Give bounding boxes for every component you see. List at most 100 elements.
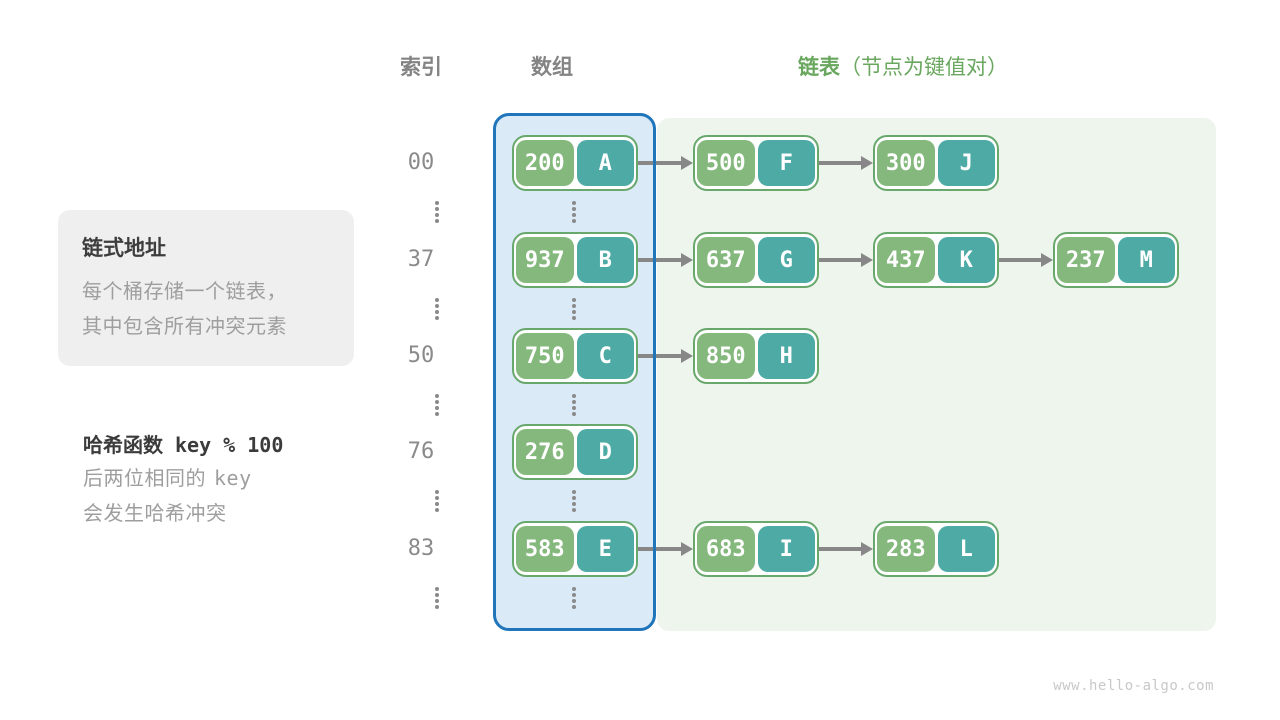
index-label: 37 — [407, 247, 435, 272]
dot — [572, 400, 576, 404]
dot — [435, 593, 439, 597]
dot — [572, 304, 576, 308]
index-ellipsis-dots — [435, 490, 439, 512]
arrow-shaft — [638, 258, 683, 262]
dot — [435, 412, 439, 416]
note-card-line: 其中包含所有冲突元素 — [82, 316, 287, 338]
dot — [435, 310, 439, 314]
value-cell: H — [757, 333, 815, 379]
arrow-head-icon — [861, 156, 873, 170]
next-pointer-arrow-icon — [819, 541, 873, 557]
note-card-title: 链式地址 — [82, 237, 166, 260]
dot — [572, 490, 576, 494]
array-region-border — [493, 113, 656, 631]
dot — [572, 219, 576, 223]
hash-note-line: 后两位相同的 — [83, 468, 206, 490]
arrow-shaft — [999, 258, 1043, 262]
index-label: 50 — [407, 343, 435, 368]
dot — [435, 587, 439, 591]
value-cell: I — [757, 526, 815, 572]
dot — [572, 406, 576, 410]
index-ellipsis-dots — [435, 394, 439, 416]
index-ellipsis-dots — [435, 587, 439, 609]
arrow-shaft — [819, 258, 863, 262]
key-cell: 683 — [697, 526, 755, 572]
dot — [435, 304, 439, 308]
dot — [435, 599, 439, 603]
key-cell: 500 — [697, 140, 755, 186]
value-cell: J — [937, 140, 995, 186]
note-card-line: 每个桶存储一个链表， — [82, 281, 287, 303]
array-ellipsis-dots — [572, 298, 576, 320]
dot — [572, 316, 576, 320]
dot — [572, 412, 576, 416]
hash-note-key-word: key — [214, 466, 252, 490]
dot — [572, 213, 576, 217]
key-cell: 437 — [877, 237, 935, 283]
array-ellipsis-dots — [572, 587, 576, 609]
index-label: 76 — [407, 439, 435, 464]
value-cell: F — [757, 140, 815, 186]
arrow-head-icon — [681, 253, 693, 267]
next-pointer-arrow-icon — [638, 348, 693, 364]
list-header-annotation: （节点为键值对） — [840, 56, 1008, 79]
key-cell: 583 — [516, 526, 574, 572]
value-cell: G — [757, 237, 815, 283]
chaining-note-card: 链式地址 每个桶存储一个链表， 其中包含所有冲突元素 — [58, 210, 354, 366]
value-cell: B — [576, 237, 634, 283]
dot — [435, 316, 439, 320]
dot — [435, 201, 439, 205]
arrow-shaft — [638, 354, 683, 358]
dot — [435, 298, 439, 302]
key-cell: 300 — [877, 140, 935, 186]
value-cell: M — [1117, 237, 1175, 283]
arrow-head-icon — [681, 349, 693, 363]
dot — [435, 502, 439, 506]
key-cell: 283 — [877, 526, 935, 572]
dot — [572, 605, 576, 609]
value-cell: D — [576, 429, 634, 475]
dot — [435, 400, 439, 404]
index-label: 00 — [407, 150, 435, 175]
array-ellipsis-dots — [572, 201, 576, 223]
dot — [572, 310, 576, 314]
index-label: 83 — [407, 536, 435, 561]
value-cell: E — [576, 526, 634, 572]
array-ellipsis-dots — [572, 490, 576, 512]
array-column-header: 数组 — [531, 56, 573, 79]
key-cell: 850 — [697, 333, 755, 379]
dot — [435, 605, 439, 609]
dot — [435, 508, 439, 512]
dot — [435, 394, 439, 398]
dot — [435, 213, 439, 217]
arrow-head-icon — [861, 542, 873, 556]
dot — [572, 201, 576, 205]
key-cell: 237 — [1057, 237, 1115, 283]
key-cell: 200 — [516, 140, 574, 186]
dot — [572, 207, 576, 211]
hash-note-line: 会发生哈希冲突 — [83, 503, 227, 525]
dot — [572, 593, 576, 597]
dot — [435, 490, 439, 494]
next-pointer-arrow-icon — [819, 252, 873, 268]
value-cell: L — [937, 526, 995, 572]
value-cell: C — [576, 333, 634, 379]
key-cell: 750 — [516, 333, 574, 379]
arrow-head-icon — [1041, 253, 1053, 267]
hash-function-label: 哈希函数 — [83, 435, 163, 457]
arrow-shaft — [819, 161, 863, 165]
dot — [572, 599, 576, 603]
value-cell: A — [576, 140, 634, 186]
